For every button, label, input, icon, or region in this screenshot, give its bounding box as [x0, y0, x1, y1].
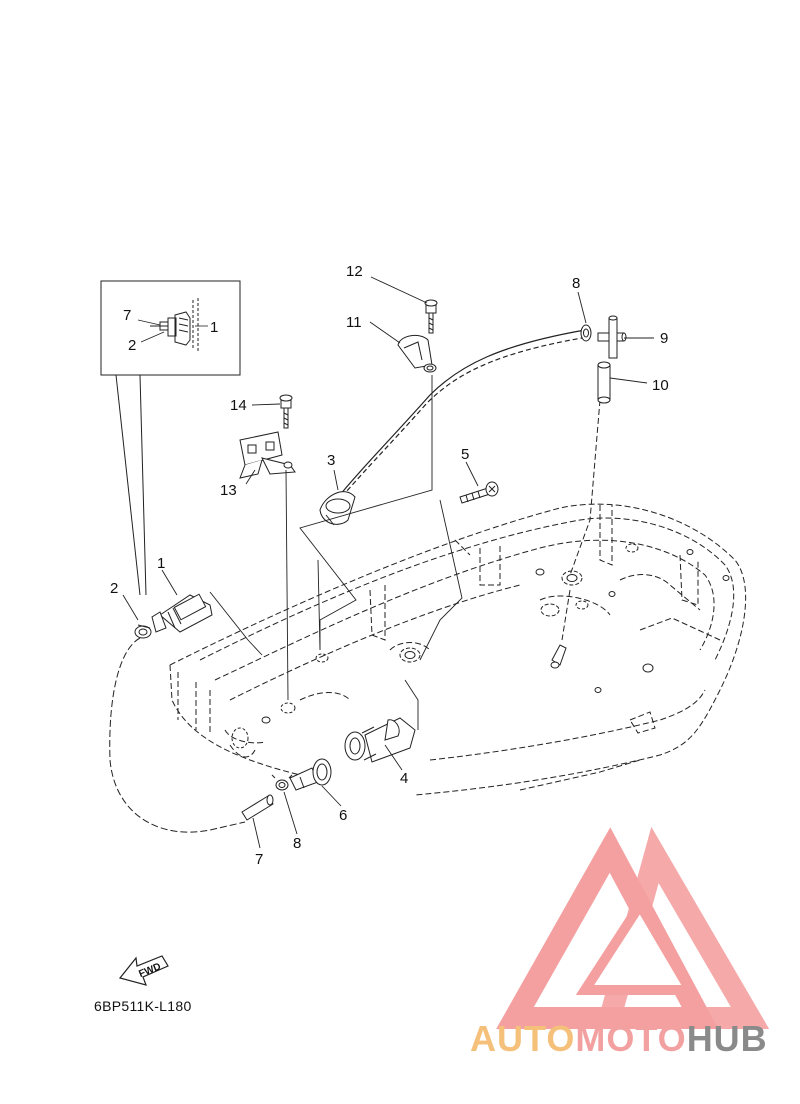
fitting-part-1 [151, 593, 213, 633]
cowling-bosses [231, 543, 730, 749]
callout-8-upper: 8 [572, 275, 580, 292]
callout-11: 11 [346, 314, 362, 331]
grommet-part-3 [319, 491, 356, 526]
watermark-hub: HUB [686, 1018, 768, 1059]
bracket-part-11 [397, 334, 437, 373]
tee-joint-part-9 [597, 315, 627, 359]
callout-2: 2 [110, 580, 118, 597]
hoses [109, 329, 601, 833]
bolt-part-14 [279, 394, 293, 429]
drawing-code: 6BP511K-L180 [94, 998, 192, 1014]
grommet-part-4 [344, 717, 416, 763]
callout-8-lower: 8 [293, 835, 301, 852]
clip-part-2 [134, 624, 152, 639]
callout-7: 7 [255, 851, 263, 868]
inset-callout-1: 1 [210, 319, 218, 336]
inset-callout-7: 7 [123, 307, 131, 324]
callout-10: 10 [652, 377, 669, 394]
callout-5: 5 [461, 446, 469, 463]
callout-1: 1 [157, 555, 165, 572]
bolt-part-12 [424, 299, 438, 334]
callout-4: 4 [400, 770, 408, 787]
callout-13: 13 [220, 482, 237, 499]
callout-6: 6 [339, 807, 347, 824]
callout-9: 9 [660, 330, 668, 347]
screw-part-5 [459, 481, 499, 504]
connector-part-6 [289, 758, 332, 791]
hose-part-10 [597, 361, 611, 404]
watermark-wordmark: AUTOMOTOHUB [470, 1018, 768, 1060]
bracket-part-13 [239, 431, 296, 479]
inset-callout-2: 2 [128, 337, 136, 354]
drain-fitting [550, 644, 567, 669]
callout-14: 14 [230, 397, 247, 414]
bottom-cowling [169, 503, 747, 796]
hose-part-7 [241, 794, 274, 821]
detail-inset [100, 280, 241, 596]
guide-lines [209, 375, 463, 730]
fwd-arrow-icon: FWD [118, 955, 169, 986]
callout-leaders [122, 276, 654, 849]
watermark-moto: MOTO [575, 1018, 687, 1059]
clip-part-8 [271, 324, 592, 791]
watermark-auto: AUTO [470, 1018, 576, 1059]
callout-12: 12 [346, 263, 363, 280]
callout-3: 3 [327, 452, 335, 469]
watermark-logo-icon [496, 826, 770, 1029]
